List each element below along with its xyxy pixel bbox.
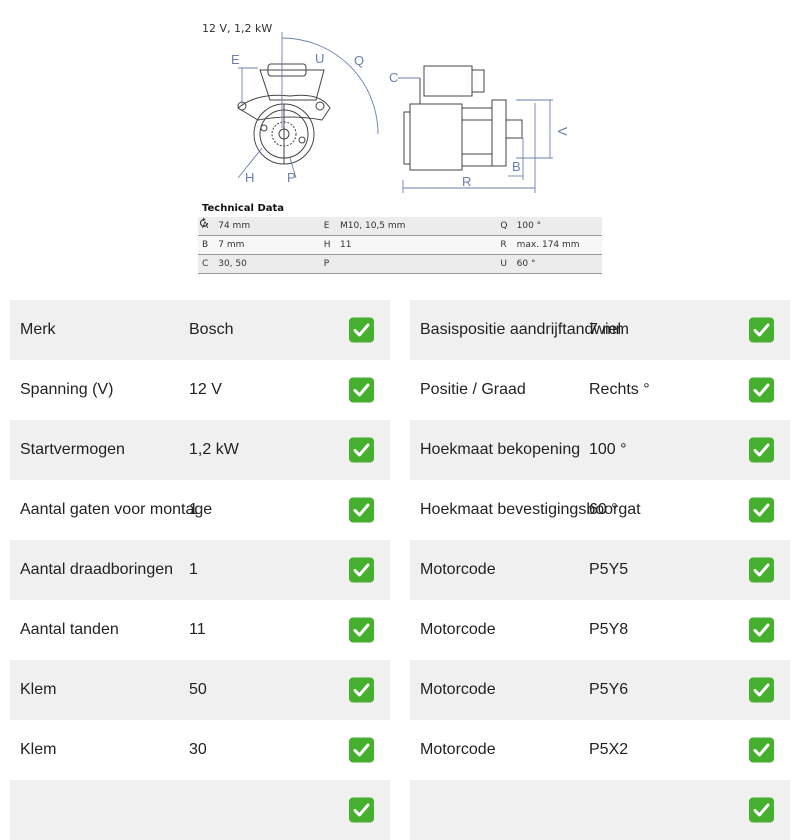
check-mark-icon [749,377,774,403]
spec-value: P5Y6 [589,681,629,698]
label-q: Q [354,53,364,68]
spec-row: Basispositie aandrijftandwiel 7 mm [410,300,790,360]
spec-value: 12 V [189,381,222,398]
spec-label: Spanning (V) [20,381,114,398]
table-row: B 7 mm H 11 R max. 174 mm [198,235,602,255]
spec-label: Hoekmaat bevestigingsboorgat [420,501,641,518]
starter-motor-drawing: E U Q H P C V [231,32,570,193]
spec-label: Merk [20,321,56,338]
spec-value: 30 [189,741,207,758]
spec-list-left: Merk Bosch Spanning (V) 12 V Startvermog… [10,300,390,840]
spec-label: Aantal gaten voor montage [20,501,213,518]
rotation-cell [199,217,497,274]
spec-row: Motorcode P5Y8 [410,600,790,660]
spec-row [10,780,390,840]
spec-value: Bosch [189,321,234,338]
spec-row: Motorcode P5Y5 [410,540,790,600]
check-mark-icon [749,557,774,583]
side-view [403,65,523,171]
spec-row: Merk Bosch [10,300,390,360]
rotation-direction-icon [199,217,209,228]
check-mark-icon [749,317,774,343]
spec-label: Aantal draadboringen [20,561,174,578]
spec-value: 1 [189,561,198,578]
spec-label: Klem [20,681,57,698]
angle-dimensions [237,32,379,179]
spec-value: 11 [189,621,206,638]
spec-row: Klem 30 [10,720,390,780]
technical-data-title: Technical Data [202,203,285,214]
spec-row: Positie / Graad Rechts ° [410,360,790,420]
label-e: E [231,52,240,67]
check-mark-icon [349,797,374,823]
spec-row: Hoekmaat bekopening 100 ° [410,420,790,480]
spec-label: Motorcode [420,561,496,578]
spec-row: Motorcode P5Y6 [410,660,790,720]
label-r: R [462,174,471,189]
label-c: C [389,70,398,85]
label-h: H [245,170,254,185]
spec-value: 1,2 kW [189,441,239,458]
spec-label: Motorcode [420,681,496,698]
spec-label: Motorcode [420,741,496,758]
spec-row: Aantal draadboringen 1 [10,540,390,600]
spec-row: Spanning (V) 12 V [10,360,390,420]
check-mark-icon [749,617,774,643]
spec-value: P5Y5 [589,561,629,578]
spec-value: P5X2 [589,741,629,758]
spec-line: 12 V, 1,2 kW [202,22,273,35]
spec-value: P5Y8 [589,621,629,638]
check-mark-icon [349,497,374,523]
spec-row [410,780,790,840]
spec-value: 60 ° [589,501,618,518]
spec-label: Startvermogen [20,441,125,458]
check-mark-icon [349,677,374,703]
length-dimensions [398,77,553,193]
technical-data-table: A 74 mm E M10, 10,5 mm Q 100 ° B 7 mm H … [198,217,602,274]
check-mark-icon [749,437,774,463]
front-view [237,63,331,165]
spec-row: Aantal gaten voor montage 1 [10,480,390,540]
spec-value: 100 ° [589,441,627,458]
check-mark-icon [349,437,374,463]
spec-value: 1 [189,501,198,518]
check-mark-icon [749,497,774,523]
check-mark-icon [749,677,774,703]
spec-label: Klem [20,741,57,758]
label-p: P [287,170,296,185]
check-mark-icon [749,737,774,763]
spec-label: Motorcode [420,621,496,638]
table-row: A 74 mm E M10, 10,5 mm Q 100 ° [198,217,602,236]
spec-value: Rechts ° [589,381,650,398]
label-u: U [315,51,324,66]
technical-drawing: 12 V, 1,2 kW E U Q H [198,8,608,278]
spec-label: Positie / Graad [420,381,526,398]
spec-row: Hoekmaat bevestigingsboorgat 60 ° [410,480,790,540]
check-mark-icon [749,797,774,823]
spec-row: Klem 50 [10,660,390,720]
spec-row: Aantal tanden 11 [10,600,390,660]
spec-value: 50 [189,681,207,698]
spec-list-right: Basispositie aandrijftandwiel 7 mm Posit… [410,300,790,840]
spec-label: Basispositie aandrijftandwiel [420,321,621,338]
table-row: C 30, 50 P U 60 ° [198,217,602,274]
label-b: B [512,159,521,174]
spec-value: 7 mm [589,321,629,338]
spec-row: Startvermogen 1,2 kW [10,420,390,480]
spec-label: Hoekmaat bekopening [420,441,581,458]
check-mark-icon [349,317,374,343]
check-mark-icon [349,377,374,403]
spec-row: Motorcode P5X2 [410,720,790,780]
spec-label: Aantal tanden [20,621,119,638]
check-mark-icon [349,617,374,643]
check-mark-icon [349,557,374,583]
label-v: V [555,127,570,136]
check-mark-icon [349,737,374,763]
